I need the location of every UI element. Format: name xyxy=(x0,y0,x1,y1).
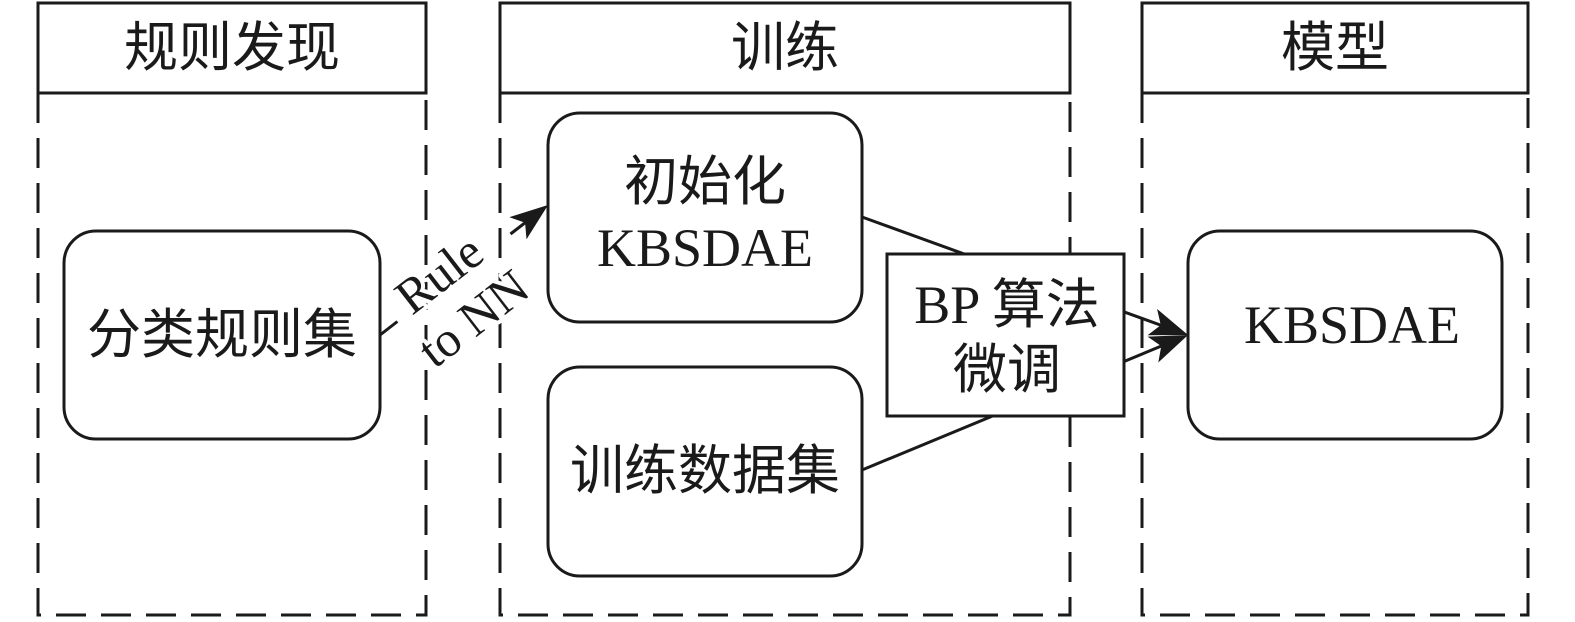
lane-model: 模型 xyxy=(1140,1,1530,617)
node-bp-finetune-label-line1: BP 算法 xyxy=(914,275,1100,335)
edge-rule-to-nn-dashed-arrow xyxy=(379,209,543,337)
node-init-kbsdae-box xyxy=(546,111,864,324)
lane-model-title: 模型 xyxy=(1281,18,1389,78)
node-training-data-box xyxy=(546,365,864,578)
node-training-data-label: 训练数据集 xyxy=(570,441,840,501)
lane-rule-discovery-border xyxy=(36,93,428,617)
node-model-kbsdae: KBSDAE xyxy=(1186,229,1504,441)
node-bp-finetune-box xyxy=(885,252,1126,418)
lane-training-title: 训练 xyxy=(731,18,839,78)
node-init-kbsdae-label-line2: KBSDAE xyxy=(597,218,813,278)
node-rule-set-label: 分类规则集 xyxy=(87,305,357,365)
node-rule-set: 分类规则集 xyxy=(62,229,382,441)
node-init-kbsdae-label-line1: 初始化 xyxy=(624,152,786,212)
node-model-kbsdae-label: KBSDAE xyxy=(1244,295,1460,355)
edge-rule-to-nn-label: Rule to NN xyxy=(380,219,543,382)
lane-rule-discovery: 规则发现 xyxy=(36,1,428,617)
lane-model-header xyxy=(1140,1,1530,95)
node-init-kbsdae: 初始化 KBSDAE xyxy=(546,111,864,324)
lane-training-header xyxy=(498,1,1072,95)
lane-rule-discovery-title: 规则发现 xyxy=(124,18,340,78)
node-rule-set-box xyxy=(62,229,382,441)
node-training-data: 训练数据集 xyxy=(546,365,864,578)
node-bp-finetune: BP 算法 微调 xyxy=(885,252,1126,418)
node-model-kbsdae-box xyxy=(1186,229,1504,441)
lane-rule-discovery-header xyxy=(36,1,428,95)
lane-training: 训练 xyxy=(498,1,1072,617)
node-bp-finetune-label-line2: 微调 xyxy=(953,340,1061,400)
